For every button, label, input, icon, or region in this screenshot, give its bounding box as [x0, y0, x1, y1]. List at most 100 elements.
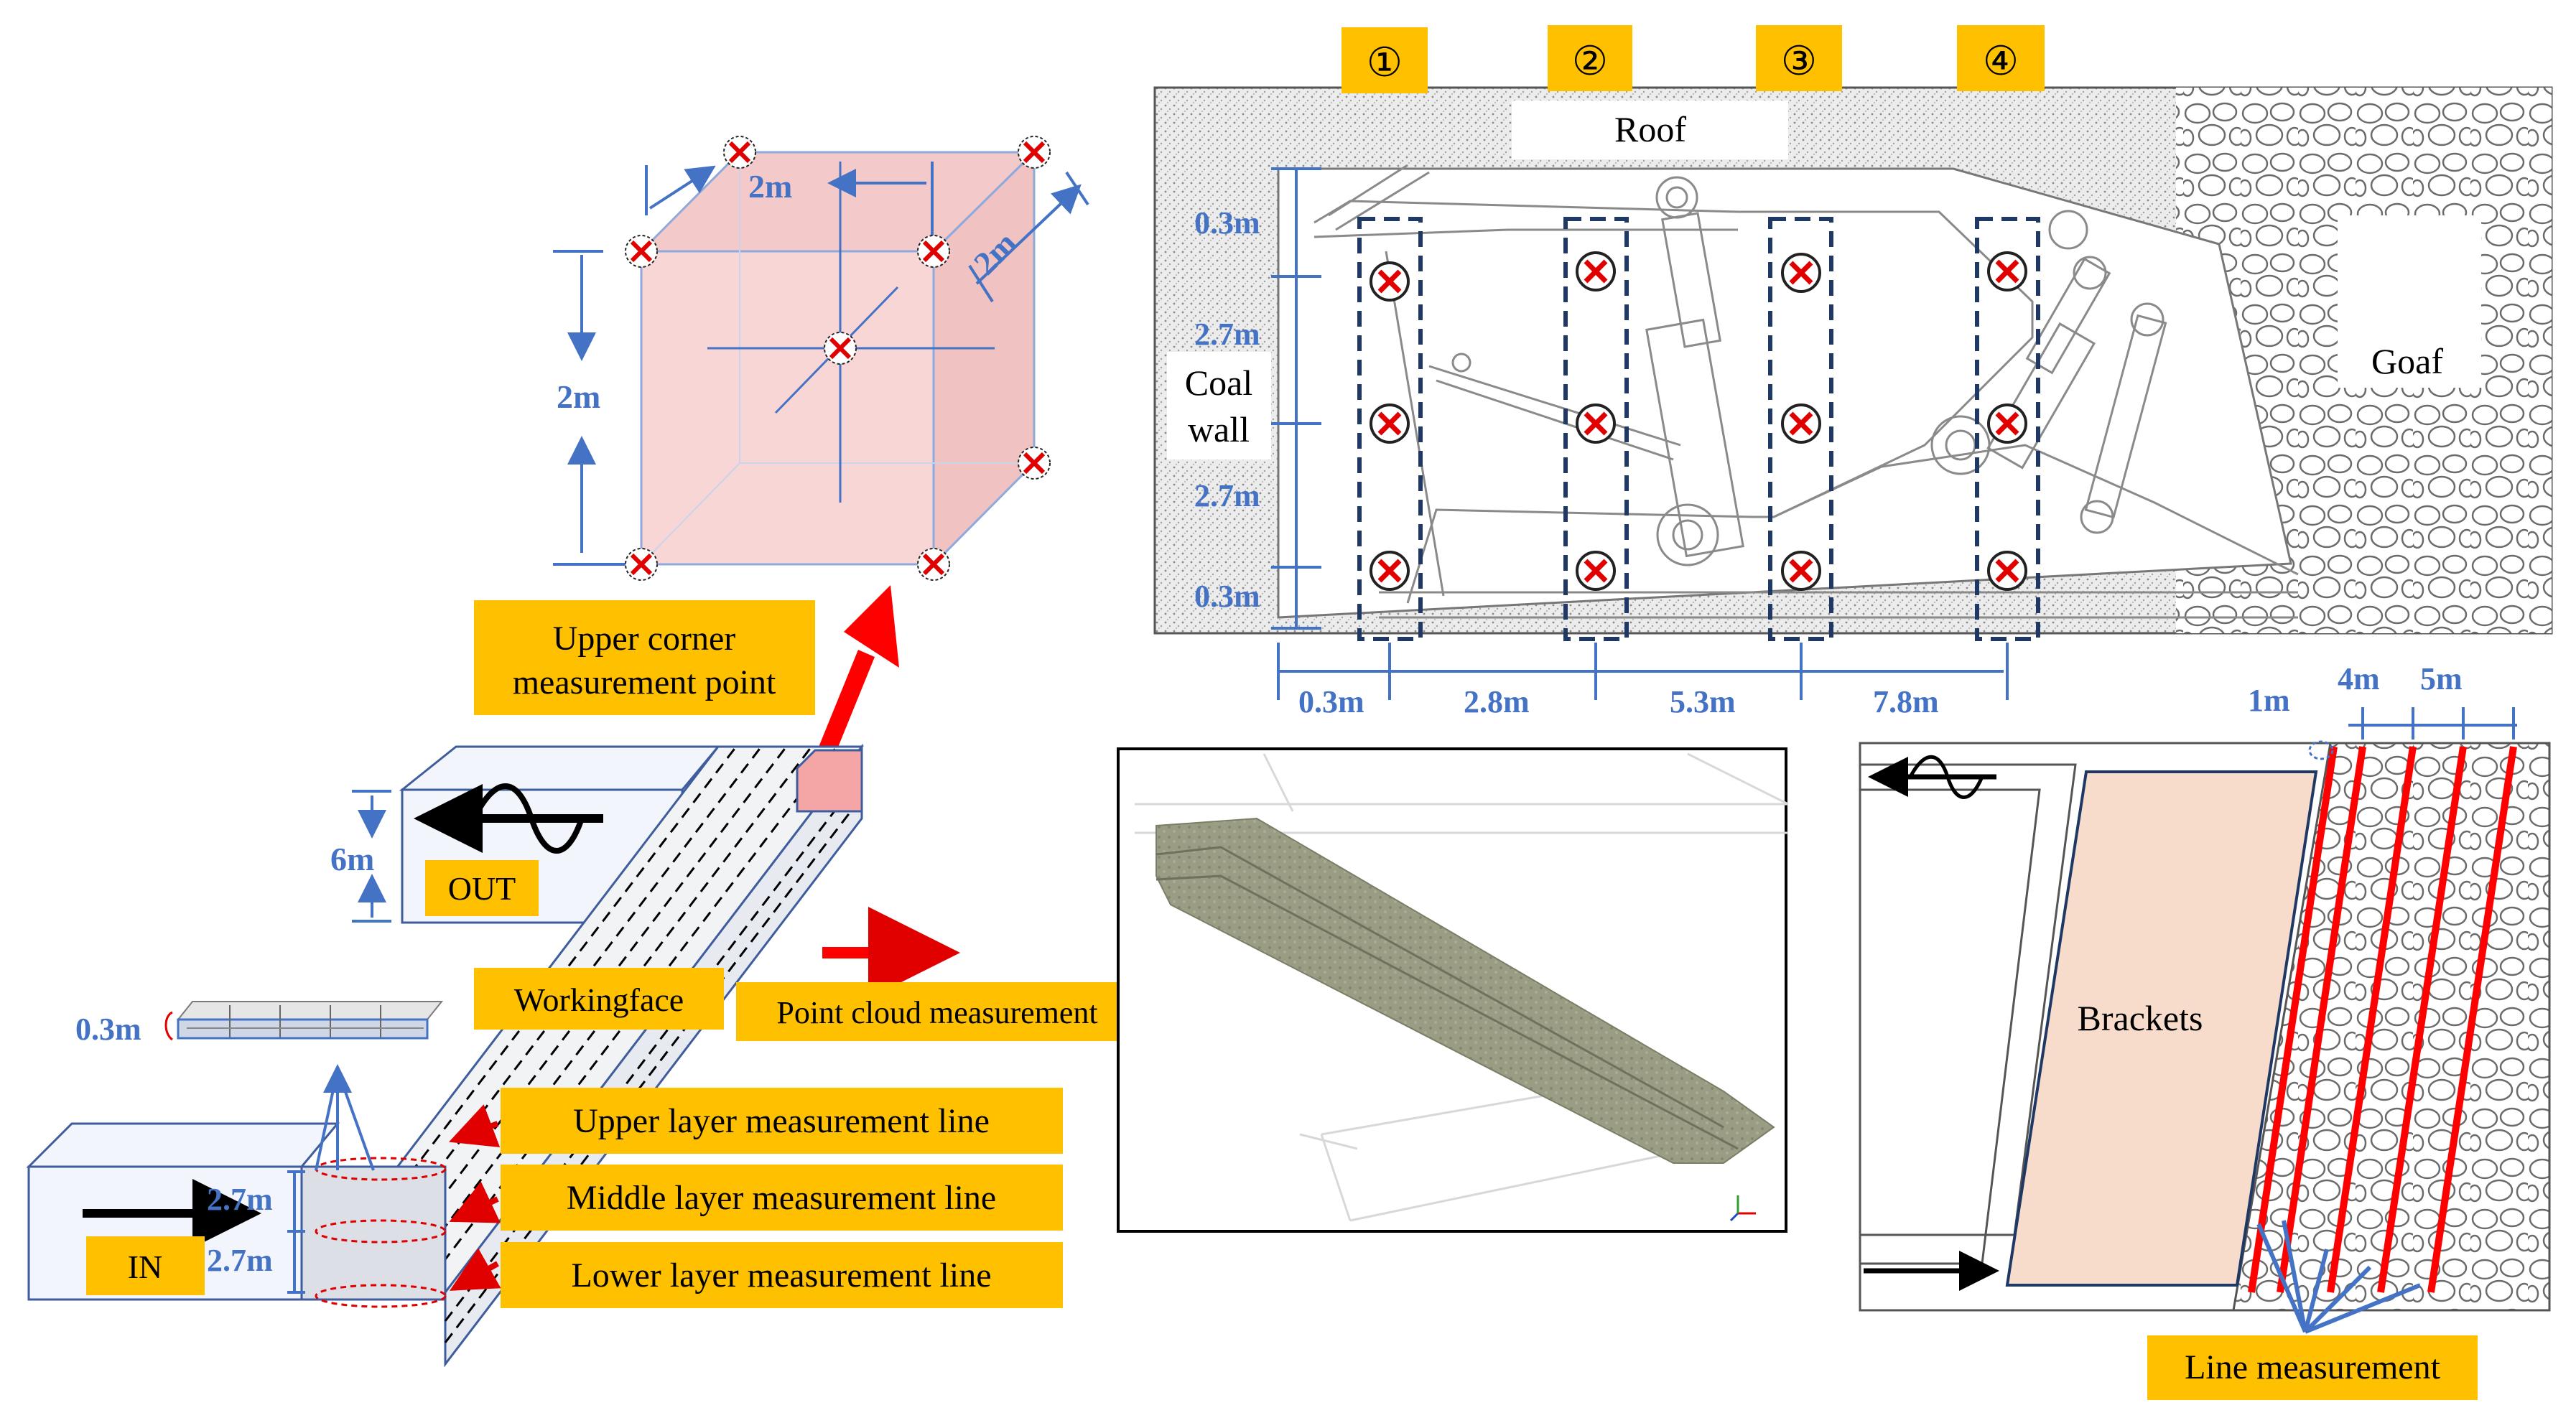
measurement-line-labels: Upper layer measurement line Middle laye… — [501, 1088, 1063, 1308]
vdim-1: 2.7m — [1194, 317, 1260, 352]
line-measurement-pointers — [2256, 1220, 2422, 1334]
section-point-marker — [1987, 551, 2027, 591]
cube-hidden-edge — [641, 462, 740, 565]
point-cloud-label-box — [736, 982, 1138, 1041]
height-dimension: 6m — [330, 790, 391, 923]
hdim-1: 2.8m — [1464, 684, 1530, 719]
out-label: OUT — [448, 870, 516, 907]
upper-line-pointer — [449, 1104, 501, 1147]
corner-point-marker — [917, 548, 950, 581]
column-1-frame — [1357, 217, 1423, 641]
column-number-markers: ① ② ③ ④ — [1342, 25, 2045, 93]
column-4-frame — [1975, 217, 2040, 641]
in-label-box — [86, 1236, 205, 1295]
corner-point-marker — [625, 235, 658, 268]
line-measurement-label: Line measurement — [2185, 1348, 2441, 1386]
vertical-dimension-chain — [1271, 167, 1321, 630]
coal-wall-label-box — [1167, 352, 1271, 459]
lower-line-pointer — [450, 1248, 501, 1291]
measurement-point-markers — [625, 136, 1051, 581]
layer-thickness-bracket — [164, 1011, 173, 1041]
column-marker-box — [1957, 25, 2045, 91]
out-flow-arrow — [414, 783, 603, 854]
goaf-opening — [2338, 215, 2481, 388]
plan-dim-5m: 5m — [2420, 661, 2463, 696]
upper-corner-pointer-arrow — [813, 585, 899, 768]
dim-line-depth — [968, 264, 994, 303]
measurement-columns — [1357, 217, 2040, 641]
plan-dim-1m: 1m — [2248, 683, 2290, 718]
red-measurement-lines — [2248, 746, 2517, 1293]
support-section: Roof Goaf Coal wall — [1153, 25, 2553, 719]
plan-dim-4m: 4m — [2338, 661, 2380, 696]
section-point-markers — [1370, 251, 2027, 591]
section-point-marker — [1576, 251, 1616, 291]
roadway-outline — [1860, 788, 2041, 1265]
section-point-marker — [1987, 403, 2027, 444]
column-2-frame — [1563, 217, 1629, 641]
layer-dim-lower: 2.7m — [207, 1243, 273, 1278]
dim-line-top — [648, 165, 716, 210]
section-point-marker — [1781, 253, 1821, 293]
corner-point-marker — [917, 235, 950, 268]
column-marker-3: ③ — [1781, 39, 1817, 84]
upper-corner-cube: 2m 2m 2m — [553, 136, 1089, 581]
gob-side-boundary — [2232, 742, 2551, 1312]
lower-line-label-box — [501, 1242, 1063, 1308]
middle-line-label: Middle layer measurement line — [567, 1179, 996, 1217]
section-point-marker — [1576, 551, 1616, 591]
out-label-box — [425, 860, 539, 916]
section-point-marker — [1987, 251, 2027, 291]
cube-front-face — [640, 250, 935, 566]
section-point-marker — [1370, 261, 1410, 302]
hydraulic-support — [1313, 164, 2299, 619]
middle-line-label-box — [501, 1165, 1063, 1231]
brackets-label: Brackets — [2078, 998, 2203, 1038]
layer-thickness-label: 0.3m — [75, 1012, 141, 1047]
height-dim-label: 6m — [330, 841, 374, 877]
column-marker-1: ① — [1367, 41, 1403, 85]
dim-label-side: 2m — [557, 378, 600, 415]
upper-corner-region — [796, 749, 863, 813]
layer-pointer-ray — [336, 1069, 375, 1171]
point-cloud-label: Point cloud measurement — [776, 995, 1097, 1030]
vdim-2: 2.7m — [1194, 478, 1260, 513]
brackets-area — [2005, 770, 2318, 1287]
corner-point-marker — [1018, 136, 1051, 169]
roadway-outline — [1860, 763, 2077, 1236]
coal-wall-label-2: wall — [1188, 409, 1250, 449]
column-3-frame — [1768, 217, 1833, 641]
column-marker-box — [1756, 25, 1842, 91]
out-roadway-top — [399, 745, 721, 791]
hdim-3: 7.8m — [1873, 684, 1939, 719]
upper-corner-callout-line1: Upper corner — [553, 620, 736, 658]
section-point-marker — [1781, 551, 1821, 591]
hdim-2: 5.3m — [1670, 684, 1736, 719]
return-flow-wave — [1908, 755, 1984, 799]
plan-dimension-chain — [2348, 707, 2517, 740]
goaf-label: Goaf — [2371, 341, 2443, 381]
corner-point-marker — [625, 548, 658, 581]
point-cloud-view — [1117, 747, 1789, 1233]
column-marker-box — [1548, 25, 1632, 91]
roadway-opening — [1277, 167, 2292, 619]
lower-line-label: Lower layer measurement line — [571, 1256, 991, 1294]
section-point-marker — [1370, 403, 1410, 444]
working-face-label: Workingface — [514, 981, 684, 1018]
line-measurement-label-box — [2147, 1335, 2478, 1400]
dim-line-depth — [975, 184, 1082, 285]
point-cloud-surface — [1156, 817, 1775, 1164]
section-point-marker — [1370, 551, 1410, 591]
layer-dim-upper: 2.7m — [207, 1182, 273, 1217]
section-point-marker — [1781, 403, 1821, 444]
section-point-marker — [1576, 403, 1616, 444]
column-marker-box — [1342, 27, 1428, 93]
roof-label-box — [1512, 101, 1788, 159]
column-marker-4: ④ — [1983, 39, 2019, 84]
plan-view: Brackets 1m 4m 5m — [1859, 661, 2551, 1400]
working-face-label-box — [474, 968, 724, 1030]
hdim-0: 0.3m — [1298, 684, 1364, 719]
corner-point-marker — [1018, 447, 1051, 480]
vdim-3: 0.3m — [1194, 579, 1260, 614]
vdim-0: 0.3m — [1194, 205, 1260, 241]
